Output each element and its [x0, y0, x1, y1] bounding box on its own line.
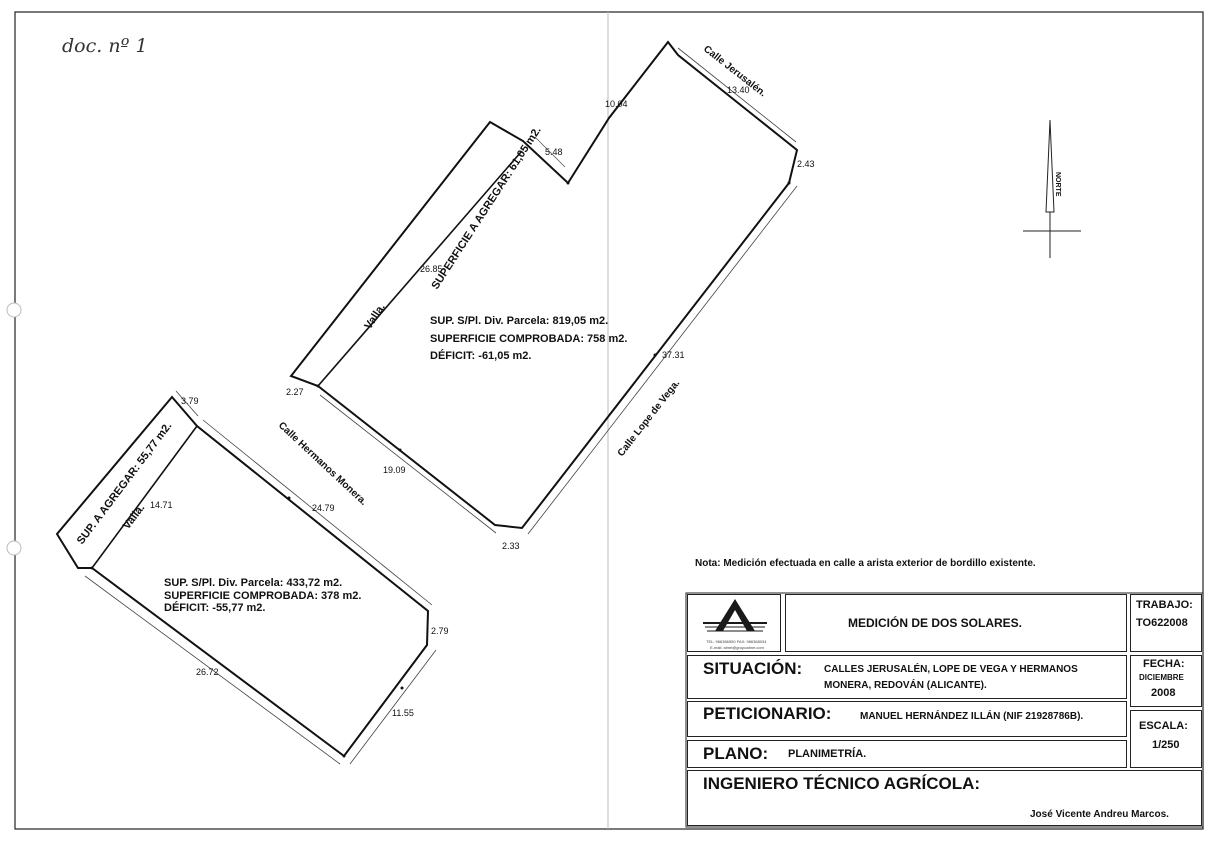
measurement-note: Nota: Medición efectuada en calle a aris…: [695, 558, 1036, 569]
dim-upper-26-85: 26.85: [420, 264, 443, 274]
company-logo: [703, 599, 767, 632]
escala-box: ESCALA: 1/250: [1130, 710, 1202, 768]
logo-email: E-mail: alme@grupoalme.com: [710, 645, 764, 650]
dim-upper-13-40: 13.40: [727, 85, 750, 95]
upper-parcel-boundary: [289, 40, 799, 530]
plano-value: PLANIMETRÍA.: [788, 748, 867, 760]
punch-hole: [6, 540, 22, 556]
dim-upper-5-48: 5.48: [545, 147, 563, 157]
fecha-month: DICIEMBRE: [1139, 673, 1184, 682]
upper-band-inner-line: [317, 151, 522, 387]
lower-fence-label: Valla.: [121, 502, 148, 532]
peticionario-box: PETICIONARIO: MANUEL HERNÁNDEZ ILLÁN (NI…: [687, 701, 1127, 737]
lower-info-line-2: SUPERFICIE COMPROBADA: 378 m2.: [164, 590, 361, 602]
upper-band-label: SUPERFICIE A AGREGAR: 61,05 m2.: [429, 125, 543, 292]
dim-lower-11-55: 11.55: [392, 708, 414, 718]
title-block-frame: [685, 592, 1204, 828]
ingeniero-label: INGENIERO TÉCNICO AGRÍCOLA:: [703, 774, 981, 793]
peticionario-value: MANUEL HERNÁNDEZ ILLÁN (NIF 21928786B).: [860, 711, 1084, 722]
lower-info-line-3: DÉFICIT: -55,77 m2.: [164, 601, 265, 614]
ingeniero-name: José Vicente Andreu Marcos.: [1030, 809, 1169, 820]
peticionario-label: PETICIONARIO:: [703, 704, 832, 723]
punch-hole: [6, 302, 22, 318]
upper-info-line-1: SUP. S/Pl. Div. Parcela: 819,05 m2.: [430, 315, 608, 327]
logo-box: TEL: 966366950 FAX: 966368034 E-mail: al…: [687, 594, 781, 652]
north-label: NORTE: [1054, 172, 1061, 197]
dim-lower-24-79: 24.79: [312, 503, 335, 513]
upper-parcel: SUPERFICIE A AGREGAR: 61,05 m2. Valla. S…: [286, 40, 815, 551]
dim-upper-2-27: 2.27: [286, 387, 304, 397]
doc-label: doc. nº 1: [62, 35, 148, 57]
street-hermanos-monera-label: Calle Hermanos Monera.: [276, 420, 369, 508]
situacion-value-2: MONERA, REDOVÁN (ALICANTE).: [824, 680, 987, 691]
fecha-year: 2008: [1151, 687, 1176, 699]
escala-value: 1/250: [1152, 739, 1180, 751]
plano-box: PLANO: PLANIMETRÍA.: [687, 740, 1127, 768]
dim-lower-26-72: 26.72: [196, 667, 219, 677]
page-frame: [14, 11, 1204, 830]
situacion-value-1: CALLES JERUSALÉN, LOPE DE VEGA Y HERMANO…: [824, 664, 1078, 675]
north-arrow: NORTE: [1023, 119, 1081, 258]
upper-fence-label: Valla.: [362, 301, 387, 331]
dim-lower-2-79: 2.79: [431, 626, 449, 636]
lower-info-line-1: SUP. S/Pl. Div. Parcela: 433,72 m2.: [164, 577, 342, 589]
lower-band-inner-line: [91, 425, 198, 569]
street-lope-de-vega-label: Calle Lope de Vega.: [616, 378, 683, 459]
upper-info-line-3: DÉFICIT: -61,05 m2.: [430, 349, 531, 362]
plano-label: PLANO:: [703, 744, 769, 763]
dim-upper-2-43: 2.43: [797, 159, 815, 169]
trabajo-box: TRABAJO: TO622008: [1130, 594, 1202, 652]
escala-label: ESCALA:: [1139, 720, 1188, 732]
lower-parcel: SUP. A AGREGAR: 55,77 m2. Valla. SUP. S/…: [55, 390, 449, 765]
fecha-box: FECHA: DICIEMBRE 2008: [1130, 655, 1202, 707]
plan-title: MEDICIÓN DE DOS SOLARES.: [848, 616, 1023, 630]
dim-upper-19-09: 19.09: [383, 465, 406, 475]
upper-info-line-2: SUPERFICIE COMPROBADA: 758 m2.: [430, 333, 627, 345]
dim-lower-3-79: 3.79: [181, 396, 199, 406]
trabajo-label: TRABAJO:: [1136, 599, 1193, 611]
fecha-label: FECHA:: [1143, 658, 1185, 670]
ingeniero-box: INGENIERO TÉCNICO AGRÍCOLA: José Vicente…: [687, 770, 1202, 826]
trabajo-value: TO622008: [1136, 617, 1188, 629]
title-box: MEDICIÓN DE DOS SOLARES.: [785, 594, 1127, 652]
dim-upper-2-33: 2.33: [502, 541, 520, 551]
dim-upper-37-31: 37.31: [662, 350, 685, 360]
situacion-label: SITUACIÓN:: [703, 659, 803, 678]
dim-upper-10-04: 10.04: [605, 99, 628, 109]
dim-lower-14-71: 14.71: [150, 500, 173, 510]
logo-phone: TEL: 966366950 FAX: 966368034: [706, 639, 767, 644]
situacion-box: SITUACIÓN: CALLES JERUSALÉN, LOPE DE VEG…: [687, 655, 1127, 699]
